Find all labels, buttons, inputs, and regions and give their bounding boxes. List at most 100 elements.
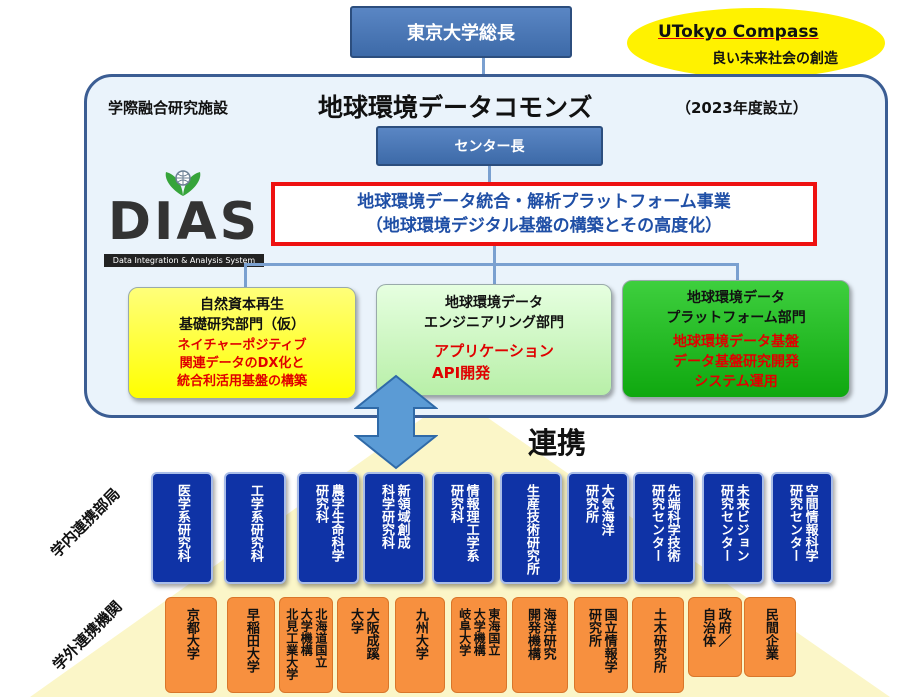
internal-partner-agriculture: 農学生命科学 研究科 (297, 472, 359, 584)
department-title-line: エンジニアリング部門 (424, 315, 564, 331)
external-partner-nii: 国立情報学 研究所 (574, 597, 628, 693)
project-line2: （地球環境デジタル基盤の構築とその高度化） (365, 216, 723, 236)
partner-text: 情報理工学系 (463, 484, 479, 562)
internal-partner-information-science: 情報理工学系 研究科 (432, 472, 494, 584)
external-partner-osaka-seikei: 大阪成蹊 大学 (337, 597, 389, 693)
department-item: システム運用 (694, 374, 778, 390)
president-box: 東京大学総長 (350, 6, 572, 58)
department-item: 地球環境データ基盤 (673, 334, 799, 350)
connector-line (488, 166, 491, 182)
department-title: 地球環境データ プラットフォーム部門 (622, 288, 850, 328)
director-box: センター長 (376, 126, 603, 166)
external-partner-government: 政府／ 自治体 (688, 597, 742, 677)
partner-text: 北海道国立 (313, 608, 328, 668)
partner-text: 自治体 (700, 608, 715, 647)
department-items: アプリケーション API開発 (376, 340, 612, 384)
internal-partner-spatial-information: 空間情報科学 研究センター (771, 472, 833, 584)
partner-text: 生産技術研究所 (523, 484, 539, 575)
internal-partner-future-vision: 未来ビジョン 研究センター (702, 472, 764, 584)
connector-line (244, 263, 247, 287)
partner-text: 工学系研究科 (247, 484, 263, 562)
internal-partner-atmosphere-ocean: 大気海洋 研究所 (567, 472, 629, 584)
internal-partner-industrial-science: 生産技術研究所 (500, 472, 562, 584)
internal-partner-frontier-sciences: 新領域創成 科学研究科 (363, 472, 425, 584)
department-items: ネイチャーポジティブ 関連データのDX化と 統合利活用基盤の構築 (128, 337, 356, 391)
partner-text: 国立情報学 (601, 608, 617, 673)
department-item: ネイチャーポジティブ (177, 338, 307, 353)
department-title-line: 自然資本再生 (200, 297, 284, 313)
department-title-line: プラットフォーム部門 (666, 310, 806, 326)
partner-text: 岐阜大学 (457, 608, 472, 656)
partner-text: 大気海洋 (598, 484, 614, 536)
department-item: アプリケーション (434, 342, 554, 360)
double-arrow-icon (354, 374, 438, 470)
partner-text: 大学機構 (299, 608, 314, 656)
dias-caption: Data Integration & Analysis System (104, 254, 264, 267)
partner-text: 政府／ (715, 608, 731, 647)
partner-text: 農学生命科学 (328, 484, 344, 562)
connector-line (736, 263, 739, 283)
external-partner-kitami-hokkaido: 北海道国立 大学機構 北見工業大学 (279, 597, 333, 693)
project-line1: 地球環境データ統合・解析プラットフォーム事業 (357, 192, 731, 212)
external-partner-kyushu: 九州大学 (395, 597, 445, 693)
connector-line (493, 246, 496, 264)
partner-text: 研究センター (649, 484, 664, 562)
connector-line (482, 58, 485, 74)
partner-text: 先端科学技術 (664, 484, 680, 562)
partner-text: 研究所 (583, 484, 598, 523)
partner-text: 研究センター (718, 484, 733, 562)
external-partner-waseda: 早稲田大学 (227, 597, 275, 693)
facility-type: 学際融合研究施設 (108, 99, 229, 117)
compass-title: UTokyo Compass (658, 22, 819, 42)
partner-text: 東海国立 (486, 608, 501, 656)
department-title-line: 基礎研究部門（仮） (179, 317, 305, 333)
external-partner-gifu-tokai: 東海国立 大学機構 岐阜大学 (451, 597, 507, 693)
partner-text: 科学研究科 (379, 484, 394, 549)
dias-logo-text: DIAS (107, 192, 261, 252)
leaf-icon (165, 170, 201, 196)
partner-text: 北見工業大学 (284, 608, 299, 680)
department-title-line: 地球環境データ (687, 290, 785, 306)
department-title: 自然資本再生 基礎研究部門（仮） (128, 295, 356, 335)
external-partner-pwri: 土木研究所 (632, 597, 684, 693)
partner-text: 研究科 (448, 484, 463, 523)
department-engineering (376, 284, 612, 396)
partner-text: 大学機構 (472, 608, 487, 656)
facility-established: （2023年度設立） (676, 99, 808, 117)
partner-text: 研究センター (787, 484, 802, 562)
partner-text: 大学 (348, 608, 363, 634)
partner-text: 研究所 (586, 608, 601, 647)
partner-text: 九州大学 (412, 608, 428, 660)
partner-text: 早稲田大学 (243, 608, 259, 673)
internal-partner-engineering: 工学系研究科 (224, 472, 286, 584)
department-title: 地球環境データ エンジニアリング部門 (376, 293, 612, 333)
partner-text: 土木研究所 (650, 608, 666, 673)
partner-text: 空間情報科学 (802, 484, 818, 562)
internal-partner-rcast: 先端科学技術 研究センター (633, 472, 695, 584)
department-item: API開発 (432, 364, 491, 382)
facility-name: 地球環境データコモンズ (318, 93, 593, 122)
internal-partner-medicine: 医学系研究科 (151, 472, 213, 584)
partner-text: 医学系研究科 (174, 484, 190, 562)
connector-line (493, 263, 496, 285)
partner-text: 民間企業 (762, 608, 778, 660)
department-natural-capital (128, 287, 356, 399)
partner-text: 京都大学 (183, 608, 199, 660)
department-item: 統合利活用基盤の構築 (176, 374, 307, 389)
director-label: センター長 (454, 139, 525, 155)
dias-logo: DIAS Data Integration & Analysis System (104, 168, 264, 268)
partner-text: 未来ビジョン (733, 484, 749, 562)
compass-subtitle: 良い未来社会の創造 (712, 51, 838, 67)
department-items: 地球環境データ基盤 データ基盤研究開発 システム運用 (622, 332, 850, 392)
partner-text: 新領域創成 (394, 484, 410, 549)
partner-text: 大阪成蹊 (363, 608, 379, 660)
collaboration-label: 連携 (528, 426, 587, 460)
partner-text: 開発機構 (525, 608, 540, 660)
compass-bubble (627, 8, 885, 78)
external-partner-jamstec: 海洋研究 開発機構 (512, 597, 568, 693)
department-item: 関連データのDX化と (179, 356, 305, 371)
external-partner-kyoto: 京都大学 (165, 597, 217, 693)
external-partner-private-companies: 民間企業 (744, 597, 796, 677)
department-title-line: 地球環境データ (445, 295, 543, 311)
president-label: 東京大学総長 (407, 23, 515, 44)
